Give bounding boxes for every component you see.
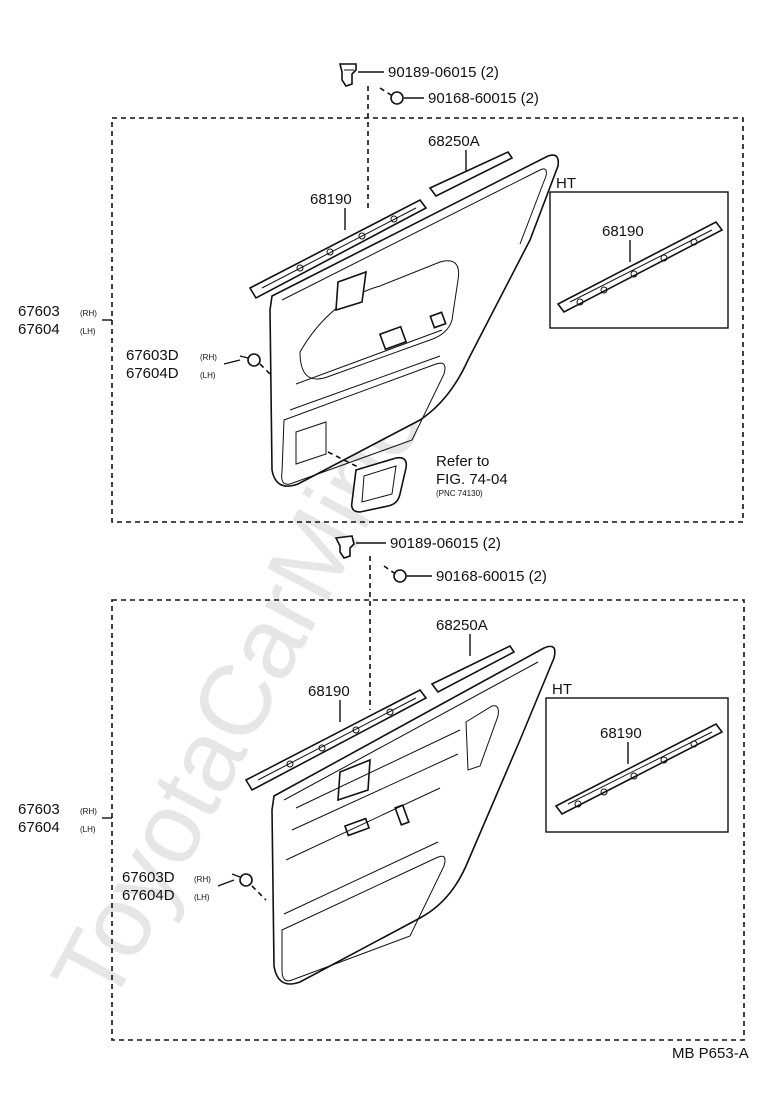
- lower-ht-title: HT: [552, 681, 572, 698]
- lower-panel-rh-tag: (RH): [80, 807, 97, 816]
- lower-clip-rh-tag: (RH): [194, 875, 211, 884]
- upper-panel-lh: 67604: [18, 321, 60, 338]
- upper-clip-rh: 67603D: [126, 347, 179, 364]
- upper-clip-lh: 67604D: [126, 365, 179, 382]
- upper-moulding-label: 68250A: [428, 133, 480, 150]
- lower-ht-weatherstrip: [554, 722, 724, 816]
- upper-bolt-label: 90189-06015 (2): [388, 64, 499, 81]
- lower-bolt-label: 90189-06015 (2): [390, 535, 501, 552]
- upper-ht-box: [549, 191, 729, 329]
- lower-frame: [111, 599, 745, 1041]
- upper-section: 90189-06015 (2) 90168-60015 (2) 68250A 6…: [18, 63, 744, 523]
- upper-bolt-icon: [338, 63, 357, 87]
- upper-weatherstrip-label: 68190: [310, 191, 352, 208]
- upper-refer-line2: FIG. 74-04: [436, 471, 508, 488]
- lower-clip-rh: 67603D: [122, 869, 175, 886]
- upper-weatherstrip: [248, 198, 428, 300]
- upper-clip-icon: [239, 353, 273, 377]
- lower-screw-label: 90168-60015 (2): [436, 568, 547, 585]
- lower-panel-rh: 67603: [18, 801, 60, 818]
- upper-panel-rh-tag: (RH): [80, 309, 97, 318]
- upper-ht-title: HT: [556, 175, 576, 192]
- lower-door-panel: [271, 645, 556, 985]
- lower-bolt-icon: [334, 535, 355, 559]
- figure-code: MB P653-A: [672, 1045, 749, 1062]
- lower-moulding: [430, 644, 516, 694]
- lower-clip-lh: 67604D: [122, 887, 175, 904]
- lower-screw-icon: [383, 565, 407, 583]
- upper-door-panel: [269, 154, 560, 487]
- upper-clip-lh-tag: (LH): [200, 371, 216, 380]
- lower-clip-icon: [231, 873, 267, 901]
- lower-panel-lh: 67604: [18, 819, 60, 836]
- upper-refer-line3: (PNC 74130): [436, 489, 483, 498]
- lower-section: 90189-06015 (2) 90168-60015 (2) 68250A 6…: [18, 535, 745, 1041]
- lower-moulding-label: 68250A: [436, 617, 488, 634]
- upper-refer-part: [350, 456, 408, 513]
- upper-screw-label: 90168-60015 (2): [428, 90, 539, 107]
- lower-ht-box: [545, 697, 729, 833]
- upper-ht-part-label: 68190: [602, 223, 644, 240]
- upper-panel-lh-tag: (LH): [80, 327, 96, 336]
- upper-screw-icon: [379, 87, 404, 105]
- upper-refer-line1: Refer to: [436, 453, 489, 470]
- upper-panel-rh: 67603: [18, 303, 60, 320]
- lower-clip-lh-tag: (LH): [194, 893, 210, 902]
- lower-weatherstrip-label: 68190: [308, 683, 350, 700]
- lower-panel-lh-tag: (LH): [80, 825, 96, 834]
- lower-ht-part-label: 68190: [600, 725, 642, 742]
- lower-weatherstrip: [244, 688, 428, 792]
- upper-ht-weatherstrip: [556, 220, 724, 314]
- upper-clip-rh-tag: (RH): [200, 353, 217, 362]
- upper-moulding: [428, 150, 514, 198]
